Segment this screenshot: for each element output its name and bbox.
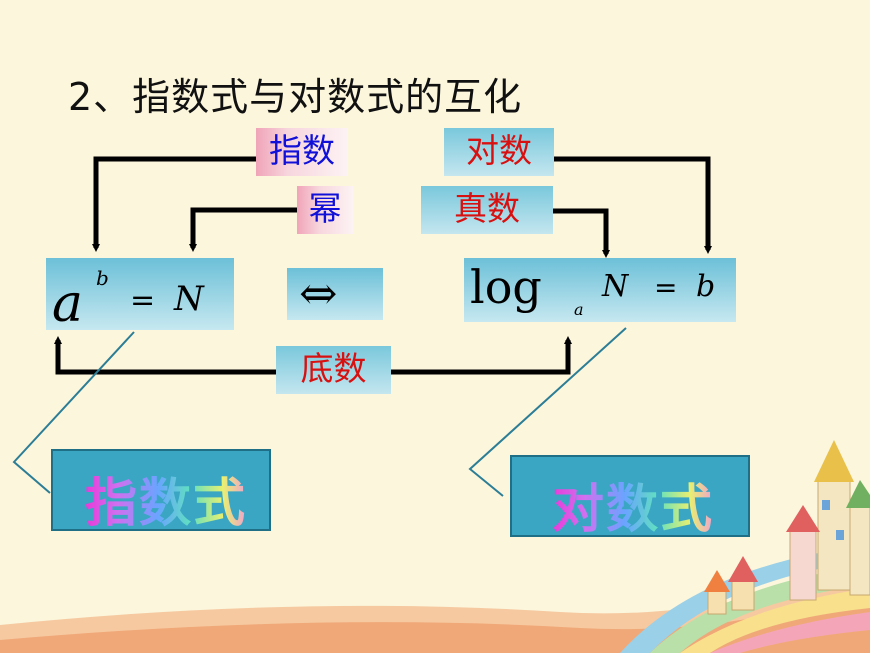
formula-exponent-b: b: [96, 266, 109, 290]
callout-line-right: [468, 327, 627, 497]
formula-log-result-b: b: [696, 269, 716, 304]
exponent-label: 指数: [256, 128, 348, 176]
formula-base-a: a: [52, 274, 84, 334]
equivalence-box: ⇔: [287, 268, 383, 320]
formula-log: log: [470, 260, 542, 314]
formula-result-n: N: [174, 279, 204, 319]
logarithm-label: 对数: [444, 128, 554, 176]
base-arrow-right: [391, 336, 572, 375]
exponential-form-box: 指数式: [51, 449, 271, 534]
equivalence-icon: ⇔: [299, 266, 338, 320]
formula-log-argument-n: N: [602, 269, 629, 304]
power-arrow: [189, 207, 297, 252]
exponential-formula: a b = N: [46, 258, 234, 330]
base-label: 底数: [276, 346, 391, 394]
power-label: 幂: [297, 186, 353, 234]
formula-log-equals: =: [654, 271, 678, 304]
exponent-arrow: [92, 156, 256, 252]
castle-icon: [704, 440, 870, 615]
callout-line-left: [12, 331, 135, 494]
logarithm-arrow: [554, 156, 712, 254]
formula-equals: =: [130, 283, 156, 318]
base-arrow-left: [54, 336, 276, 375]
formula-log-base-a: a: [574, 300, 584, 319]
logarithmic-formula: log a N = b: [464, 258, 736, 322]
antilog-arrow: [553, 208, 610, 258]
antilog-label: 真数: [421, 186, 553, 234]
slide-title: 2、指数式与对数式的互化: [68, 75, 523, 119]
exponential-form-text: 指数式: [85, 461, 247, 536]
logarithmic-form-text: 对数式: [552, 467, 714, 542]
logarithmic-form-box: 对数式: [510, 455, 750, 540]
